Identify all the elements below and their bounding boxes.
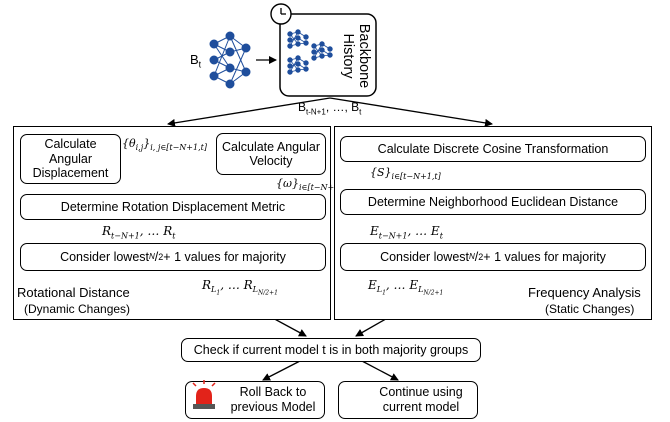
continue-label: Continue using current model xyxy=(379,385,463,414)
majority-check-box: Check if current model t is in both majo… xyxy=(181,338,481,362)
bt-label: Bt xyxy=(190,52,202,70)
calc-angular-velocity-box: Calculate Angular Velocity xyxy=(216,133,326,175)
rollback-box: Roll Back to previous Model xyxy=(185,381,325,419)
rotational-distance-title: Rotational Distance xyxy=(17,285,130,300)
rotational-distance-subtitle: (Dynamic Changes) xyxy=(24,302,131,316)
omega-set-label: {ω}i∈[t−N+1,t] xyxy=(276,177,349,193)
history-network-icons xyxy=(287,29,333,75)
e-output-label: EL1, … ELN/2+1 xyxy=(368,278,444,297)
arrow-to-left-panel xyxy=(167,97,331,127)
backbone-network-icon xyxy=(209,31,251,89)
arrow-to-continue xyxy=(361,360,399,381)
history-sequence: Bt-N+1, …, Bt xyxy=(298,100,362,117)
continue-box: Continue using current model xyxy=(338,381,478,419)
majority-box-right: Consider lowest N/2 + 1 values for major… xyxy=(340,243,646,271)
backbone-history-label: Backbone History xyxy=(340,23,372,89)
clock-icon xyxy=(270,3,292,25)
theta-set-label: {θi,j}i, j∈[t−N+1,t] xyxy=(122,137,207,153)
s-set-label: {S}i∈[t−N+1,t] xyxy=(370,166,441,182)
frequency-analysis-title: Frequency Analysis xyxy=(528,285,641,300)
euclidean-distance-box: Determine Neighborhood Euclidean Distanc… xyxy=(340,189,646,215)
e-sequence-label: Et−N+1, … Et xyxy=(370,224,443,241)
arrow-to-right-panel xyxy=(329,97,493,127)
backbone-history-label-wrap: Backbone History xyxy=(320,18,400,94)
majority-box-left: Consider lowest N/2 + 1 values for major… xyxy=(20,243,326,271)
rollback-label: Roll Back to previous Model xyxy=(230,385,316,414)
frequency-analysis-subtitle: (Static Changes) xyxy=(545,302,635,316)
dct-box: Calculate Discrete Cosine Transformation xyxy=(340,136,646,162)
calc-angular-displacement-box: Calculate Angular Displacement xyxy=(20,134,121,184)
arrow-to-rollback xyxy=(262,360,301,381)
rotation-metric-box: Determine Rotation Displacement Metric xyxy=(20,194,326,220)
r-sequence-label: Rt−N+1, … Rt xyxy=(102,224,176,241)
r-output-label: RL1, … RLN/2+1 xyxy=(202,278,278,297)
